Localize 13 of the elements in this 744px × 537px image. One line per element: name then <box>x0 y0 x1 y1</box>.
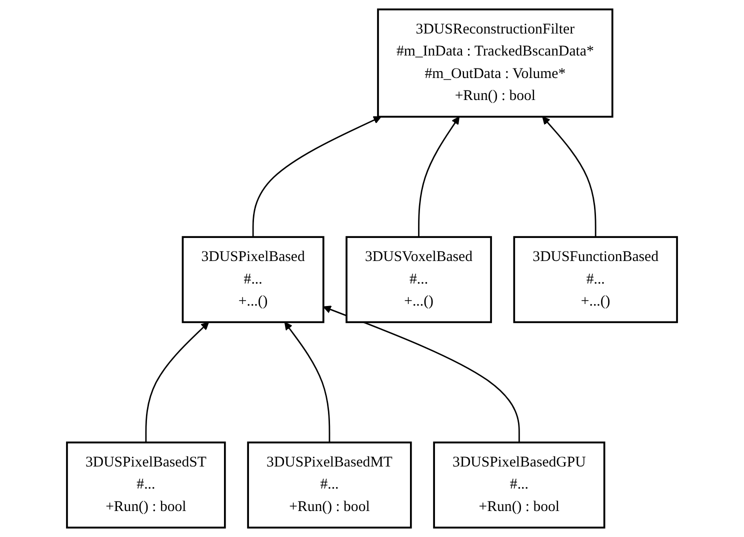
arrow <box>323 306 520 442</box>
node-box: 3DUSVoxelBased #... +...() <box>346 236 492 324</box>
arrow <box>252 116 382 238</box>
node-box: 3DUSPixelBasedST #... +Run() : bool <box>66 442 226 529</box>
arrow <box>542 116 596 238</box>
arrow <box>145 322 210 442</box>
node-box: 3DUSFunctionBased #... +...() <box>513 236 678 324</box>
arrow <box>284 322 330 442</box>
node-box: 3DUSPixelBasedGPU #... +Run() : bool <box>433 442 606 529</box>
node-box: 3DUSPixelBasedMT #... +Run() : bool <box>247 442 412 529</box>
node-box: 3DUSReconstructionFilter #m_InData : TrackedBscanData* #m_OutData : Volume* +Run() : bool <box>377 8 614 118</box>
node-box: 3DUSPixelBased #... +...() <box>182 236 324 324</box>
arrow <box>418 116 460 238</box>
